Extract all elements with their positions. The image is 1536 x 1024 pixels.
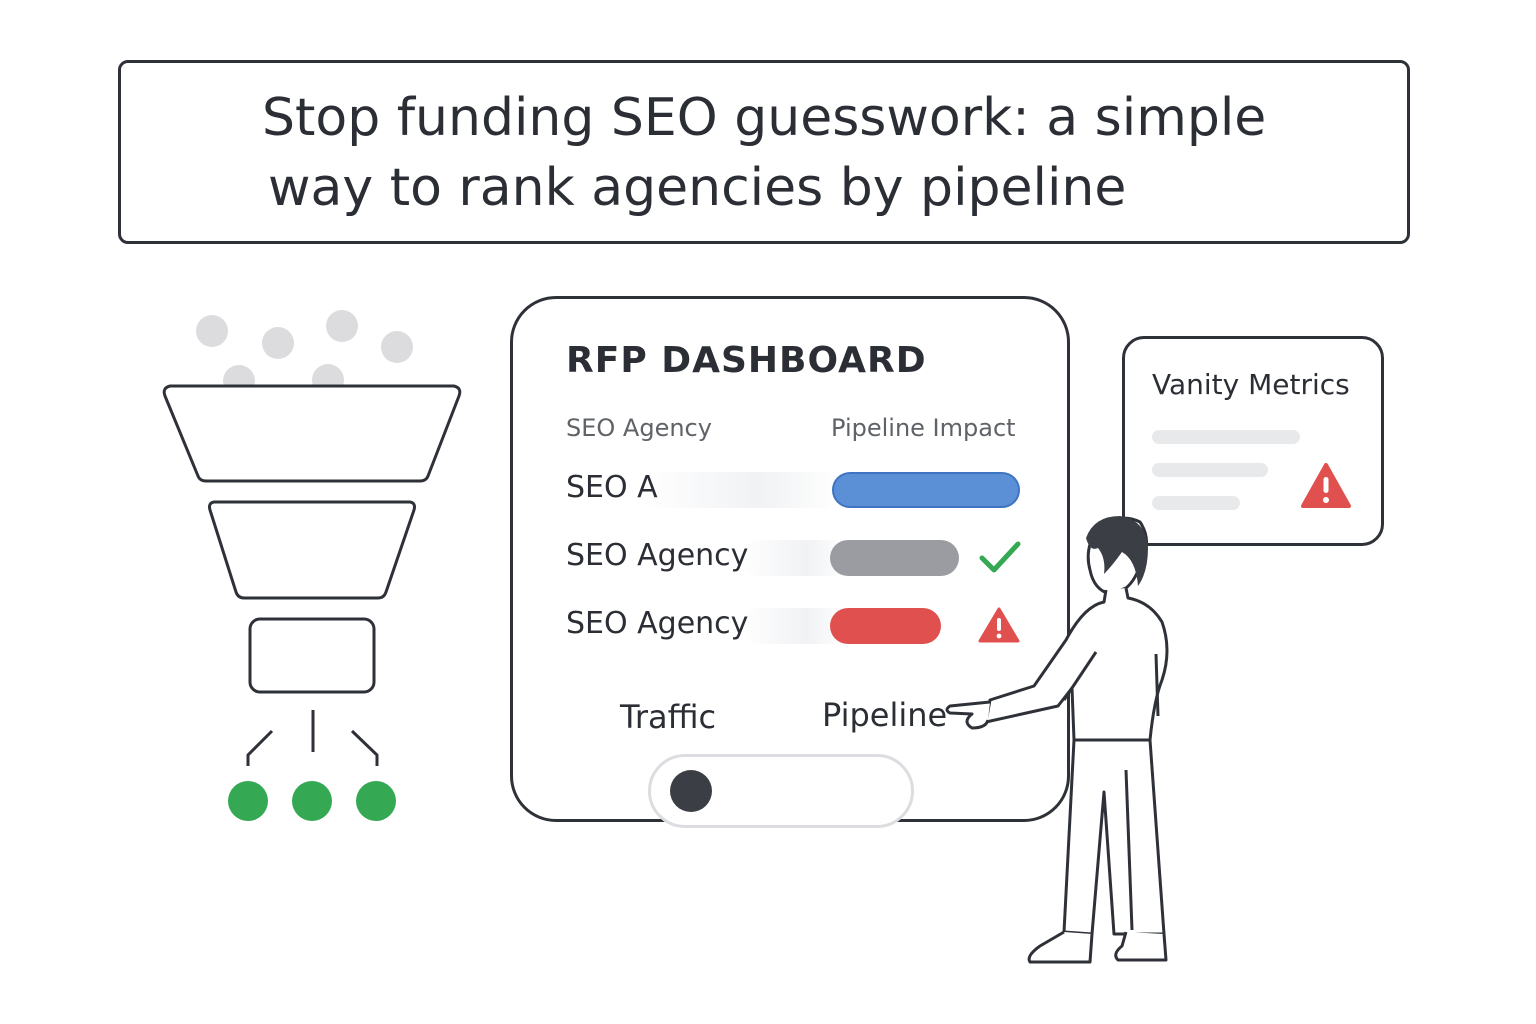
output-dot — [356, 781, 396, 821]
toggle-label-traffic: Traffic — [620, 698, 717, 736]
person-leg-line — [1124, 769, 1134, 931]
warning-icon — [1301, 463, 1351, 508]
connector-line — [350, 729, 379, 766]
input-dot — [262, 327, 294, 359]
toggle-knob[interactable] — [670, 770, 712, 812]
funnel-illustration — [162, 310, 462, 821]
funnel-stage-middle — [208, 500, 416, 600]
input-dot — [381, 331, 413, 363]
toggle-label-pipeline: Pipeline — [822, 696, 948, 734]
person-legs — [1062, 738, 1166, 936]
agency-row-label: SEO Agency — [566, 606, 749, 641]
column-header-agency: SEO Agency — [566, 414, 712, 442]
dashboard-title: RFP DASHBOARD — [566, 340, 927, 381]
input-dot — [326, 310, 358, 342]
output-dot — [228, 781, 268, 821]
person-torso — [984, 587, 1169, 742]
placeholder-line — [1152, 430, 1300, 444]
funnel-stage-bottom — [248, 617, 376, 694]
title-banner — [118, 60, 1410, 244]
connector-line — [246, 729, 274, 766]
output-dot — [292, 781, 332, 821]
pipeline-impact-bar — [830, 608, 941, 644]
person-shoe — [1027, 930, 1094, 964]
title-line-1: Stop funding SEO guesswork: a simple — [262, 88, 1267, 148]
person-arm-line — [1062, 651, 1098, 701]
agency-row-label: SEO A — [566, 470, 658, 505]
person-illustration — [945, 516, 1169, 964]
person-shoe — [1114, 931, 1168, 962]
person-hair — [1086, 516, 1148, 586]
warning-icon — [978, 607, 1020, 643]
input-dots — [196, 310, 413, 397]
person-arm-line — [1154, 653, 1160, 717]
pipeline-impact-bar — [832, 472, 1020, 508]
input-dot — [196, 315, 228, 347]
placeholder-line — [1152, 463, 1268, 477]
pipeline-impact-bar — [830, 540, 959, 576]
check-icon — [979, 541, 1021, 573]
row-highlight — [640, 472, 840, 508]
agency-row-label: SEO Agency — [566, 538, 749, 573]
funnel-stage-top — [162, 384, 462, 483]
pointing-hand — [945, 700, 991, 730]
title-line-2: way to rank agencies by pipeline — [268, 158, 1127, 218]
vanity-metrics-title: Vanity Metrics — [1152, 368, 1350, 401]
placeholder-line — [1152, 496, 1240, 510]
column-header-impact: Pipeline Impact — [831, 414, 1016, 442]
